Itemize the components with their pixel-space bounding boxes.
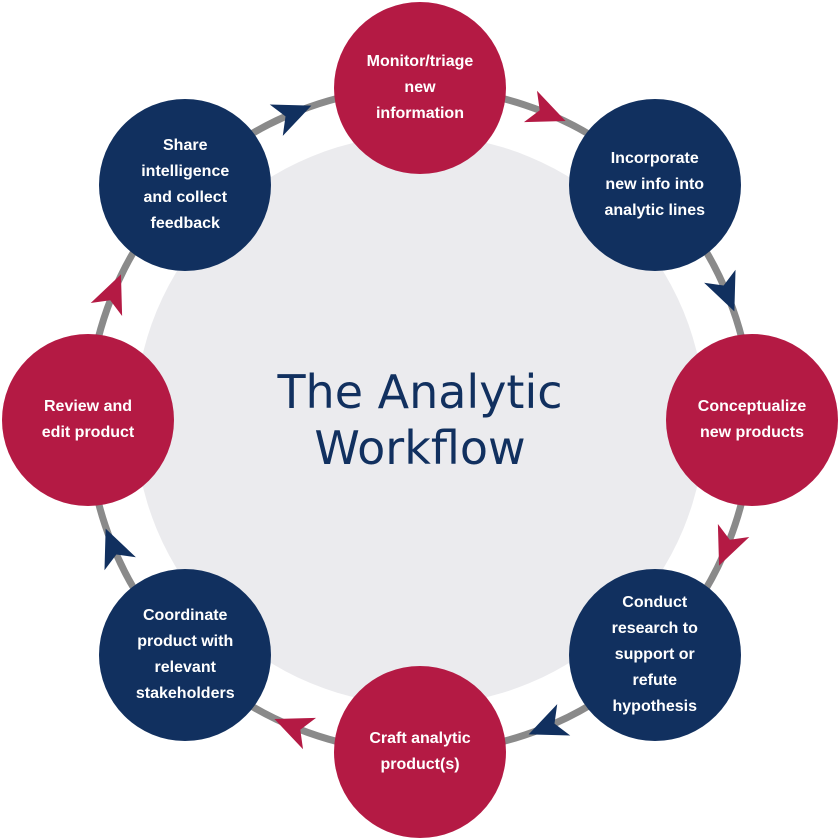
flow-arrow-icon — [90, 274, 123, 317]
title-line-2: Workflow — [314, 421, 526, 475]
flow-arrow-icon — [269, 104, 312, 136]
flow-arrow-icon — [717, 523, 750, 566]
center-disc — [135, 135, 705, 705]
flow-arrow-icon — [523, 90, 566, 123]
flow-arrow-icon — [274, 717, 317, 750]
flow-arrow-icon — [704, 269, 736, 312]
flow-arrow-icon — [104, 528, 136, 571]
flow-arrow-icon — [528, 704, 571, 736]
diagram-title: The Analytic Workflow — [220, 360, 620, 480]
title-line-1: The Analytic — [277, 365, 563, 419]
